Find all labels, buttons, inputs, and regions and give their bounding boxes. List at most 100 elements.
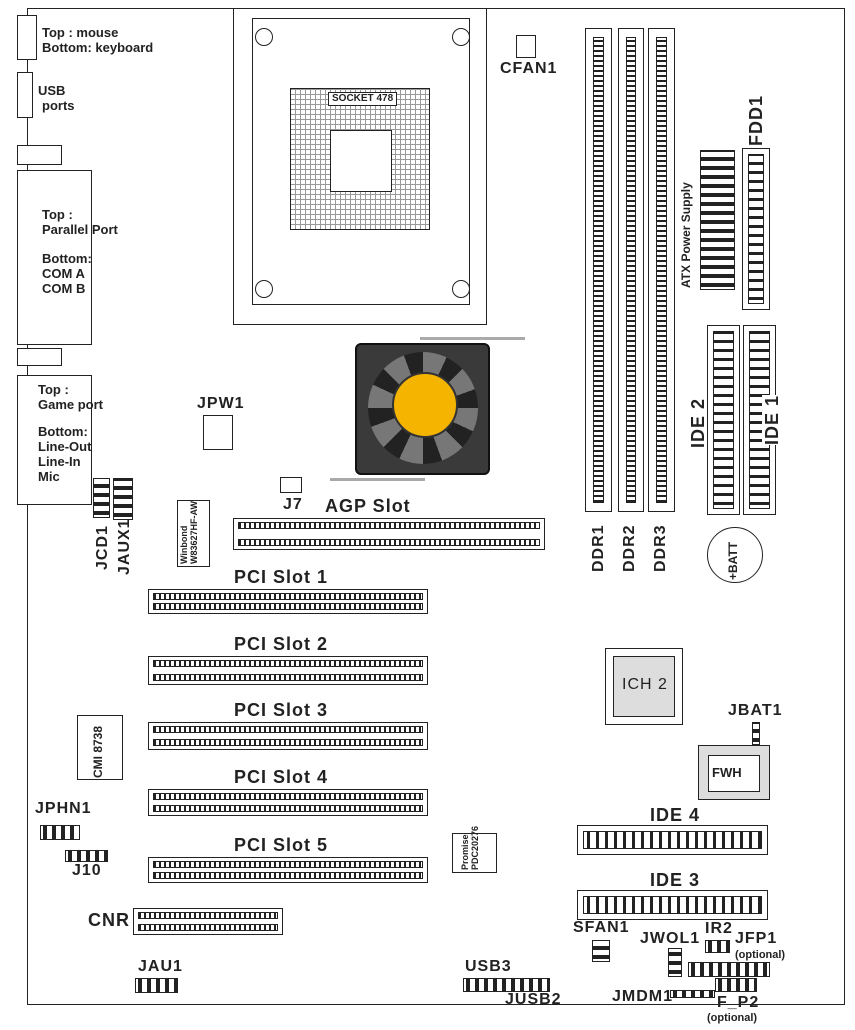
winbond-chip (177, 500, 210, 567)
jmdm1-connector (670, 990, 715, 998)
winbond-model: W83627HF-AW (189, 500, 200, 564)
line-out: Line-Out (38, 438, 92, 454)
ide3-connector (577, 890, 768, 920)
j10-label: J10 (72, 862, 102, 879)
parallel-com-connector (17, 170, 92, 345)
usb-label-1: USB (38, 83, 66, 98)
com-a: COM A (42, 265, 85, 281)
ide1-label: IDE 1 (762, 394, 783, 445)
sfan1-connector (592, 940, 610, 962)
socket-label: SOCKET 478 (328, 92, 398, 106)
game-audio-connector (17, 375, 92, 505)
cmi8738-chip (77, 715, 123, 780)
jaux1-label: JAUX1 (116, 518, 133, 575)
jfp1-optional: (optional) (735, 949, 786, 961)
pci-slot-1-label: PCI Slot 1 (234, 567, 329, 587)
cnr-label: CNR (88, 910, 130, 930)
promise-chip (452, 833, 497, 873)
audio-bottom: Bottom: (38, 423, 88, 439)
pci-slot-2 (148, 656, 428, 685)
jcd1-connector (93, 478, 110, 518)
cnr-slot (133, 908, 283, 935)
pci-slot-3 (148, 722, 428, 750)
game-top: Top : (38, 382, 69, 397)
cfan1-connector (516, 35, 536, 58)
atx-power-label: ATX Power Supply (679, 182, 693, 288)
ich2-chip (613, 656, 675, 717)
ps2-label-bottom: Bottom: keyboard (42, 39, 154, 55)
agp-slot-label: AGP Slot (325, 496, 411, 516)
parallel-com-label: Top : Parallel Port Bottom: COM A COM B (42, 207, 118, 297)
ide2-connector (707, 325, 740, 515)
parallel-top: Top : (42, 207, 73, 222)
mount-hole (452, 280, 470, 298)
pci-slot-2-label: PCI Slot 2 (234, 634, 329, 654)
usb3-label: USB3 (465, 958, 512, 975)
cfan1-label: CFAN1 (500, 60, 558, 77)
game-port: Game port (38, 396, 104, 412)
mount-hole (255, 280, 273, 298)
ide3-label: IDE 3 (650, 870, 701, 890)
agp-slot (233, 518, 545, 550)
heatsink-wire (420, 337, 525, 340)
fwh-label: FWH (712, 765, 742, 780)
mic: Mic (38, 468, 60, 484)
ddr1-label: DDR1 (590, 524, 607, 572)
ddr3-slot (648, 28, 675, 512)
j10-connector (65, 850, 108, 862)
jphn1-label: JPHN1 (35, 800, 92, 817)
jau1-connector (135, 978, 178, 993)
jpw1-connector (203, 415, 233, 450)
promise-label: Promise PDC20276 (460, 826, 481, 870)
pci-slot-5 (148, 857, 428, 883)
game-audio-label: Top : Game port Bottom: Line-Out Line-In… (38, 382, 104, 485)
cmi8738-label: CMI 8738 (91, 725, 105, 778)
com-mount-bottom (17, 348, 62, 366)
pci-slot-4 (148, 789, 428, 816)
com-bottom: Bottom: (42, 250, 92, 266)
winbond-name: Winbond (179, 525, 189, 564)
ide4-label: IDE 4 (650, 805, 701, 825)
socket-center (330, 130, 392, 192)
ddr3-label: DDR3 (652, 524, 669, 572)
battery (707, 527, 763, 583)
j7-label: J7 (283, 496, 303, 513)
fdd1-connector (742, 148, 770, 310)
heatsink-wire (330, 478, 425, 481)
ddr2-slot (618, 28, 644, 512)
fdd1-label: FDD1 (746, 94, 766, 146)
ps2-label-top: Top : mouse (42, 25, 119, 40)
ir2-connector (705, 940, 730, 953)
jcd1-label: JCD1 (94, 525, 111, 570)
jau1-label: JAU1 (138, 958, 183, 975)
pci-slot-1 (148, 589, 428, 614)
jfp1-label: JFP1 (735, 930, 778, 947)
promise-model: PDC20276 (470, 825, 481, 870)
ddr2-label: DDR2 (621, 524, 638, 572)
pci-slot-3-label: PCI Slot 3 (234, 700, 329, 720)
fan-hub-logo (392, 372, 458, 438)
jaux1-connector (113, 478, 133, 520)
parallel-port: Parallel Port (42, 221, 118, 237)
com-b: COM B (42, 280, 86, 296)
ddr1-slot (585, 28, 612, 512)
usb-ports-connector (17, 72, 33, 118)
parallel-mount-top (17, 145, 62, 165)
promise-name: Promise (460, 834, 470, 870)
jbat1-connector (752, 722, 760, 745)
winbond-label: Winbond W83627HF-AW (179, 501, 200, 564)
line-in: Line-In (38, 453, 81, 469)
jpw1-label: JPW1 (197, 395, 245, 412)
jwol1-connector (668, 948, 682, 977)
usb-label-2: ports (42, 97, 75, 113)
ide4-connector (577, 825, 768, 855)
jbat1-label: JBAT1 (728, 702, 783, 719)
pci-slot-4-label: PCI Slot 4 (234, 767, 329, 787)
f-p2-optional: (optional) (707, 1012, 758, 1024)
ide2-label: IDE 2 (688, 397, 708, 448)
jmdm1-label: JMDM1 (612, 988, 674, 1005)
fwh-chip-center (708, 755, 760, 792)
usb3-connector (463, 978, 550, 992)
